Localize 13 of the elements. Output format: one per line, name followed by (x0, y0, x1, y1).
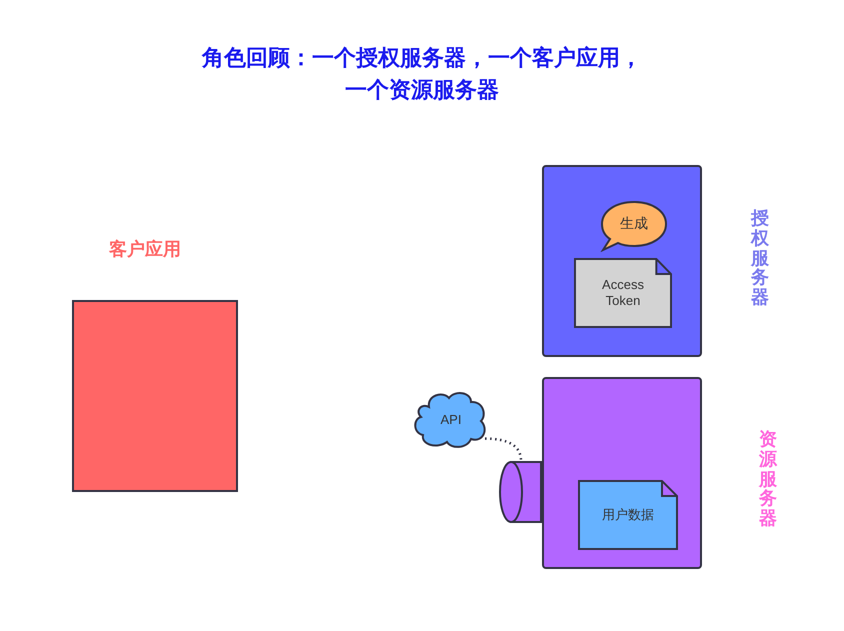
speech-bubble (600, 200, 668, 252)
dotted-connector (484, 437, 522, 462)
server-heading: 资源服务器 (759, 430, 777, 529)
cloud-text: API (440, 411, 462, 430)
document-shape (574, 258, 672, 328)
document-text: 用户数据 (601, 507, 655, 523)
title: 角色回顾：一个授权服务器，一个客户应用，一个资源服务器 (200, 44, 643, 104)
bubble-text: 生成 (620, 214, 648, 232)
client-heading: 客户应用 (109, 238, 181, 261)
document-text: Access Token (601, 277, 645, 309)
document-shape (578, 480, 678, 550)
cylinder-shape (499, 461, 543, 523)
server-heading: 授权服务器 (751, 209, 769, 308)
